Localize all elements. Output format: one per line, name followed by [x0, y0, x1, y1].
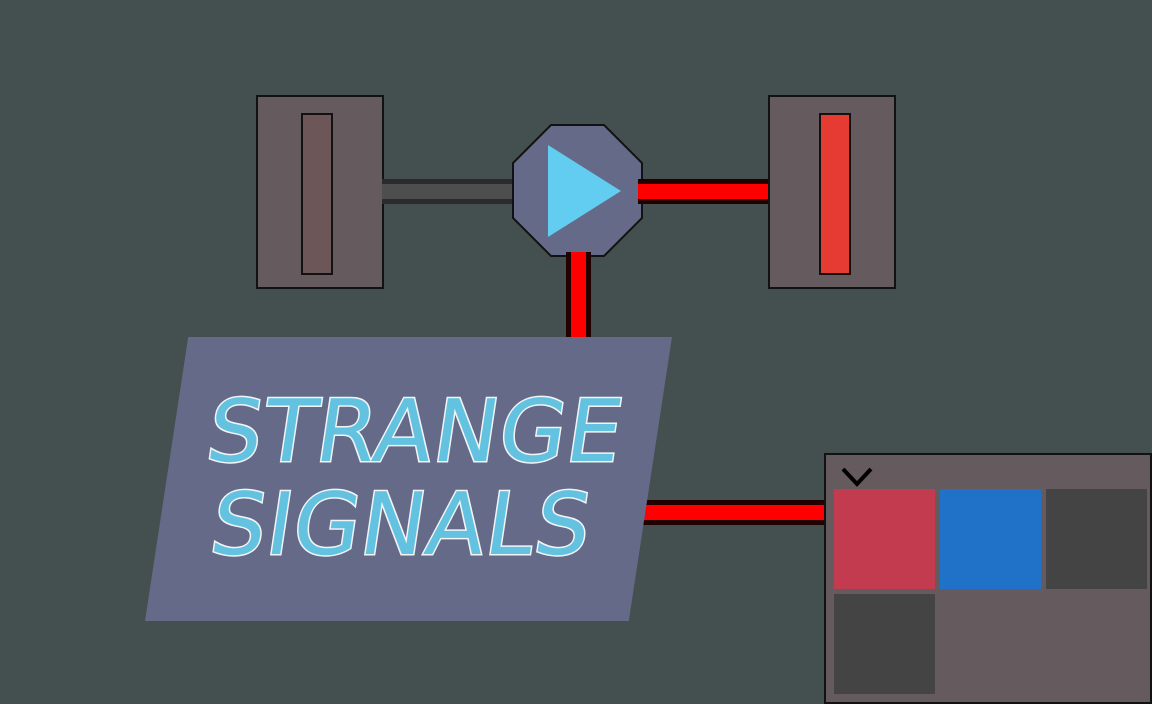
left-device-level-bar: [301, 113, 333, 275]
sign-line-1: STRANGE: [199, 381, 631, 484]
pipe-down: [566, 252, 591, 344]
palette-panel[interactable]: [824, 453, 1152, 704]
play-triangle-icon: [548, 145, 621, 237]
sign-text-block: STRANGE SIGNALS: [124, 337, 693, 621]
palette-swatch-row: [834, 594, 1148, 694]
swatch-red[interactable]: [834, 489, 935, 589]
sign-line-2: SIGNALS: [203, 474, 600, 577]
pipe-right: [638, 179, 772, 204]
right-device[interactable]: [768, 95, 896, 289]
swatch-dark-2[interactable]: [834, 594, 935, 694]
strange-signals-sign[interactable]: STRANGE SIGNALS: [145, 337, 672, 621]
swatch-dark-1[interactable]: [1046, 489, 1147, 589]
palette-swatch-row: [834, 489, 1148, 589]
swatch-blue[interactable]: [940, 489, 1041, 589]
swatch-empty-2[interactable]: [1046, 594, 1147, 694]
pipe-left: [382, 179, 522, 204]
swatch-empty-1[interactable]: [940, 594, 1041, 694]
palette-swatch-grid: [834, 489, 1148, 699]
right-device-level-bar: [819, 113, 851, 275]
sign-panel-shape: [145, 337, 672, 621]
pipe-sign-to-panel: [640, 500, 828, 525]
chevron-down-icon[interactable]: [840, 465, 874, 489]
left-device[interactable]: [256, 95, 384, 289]
